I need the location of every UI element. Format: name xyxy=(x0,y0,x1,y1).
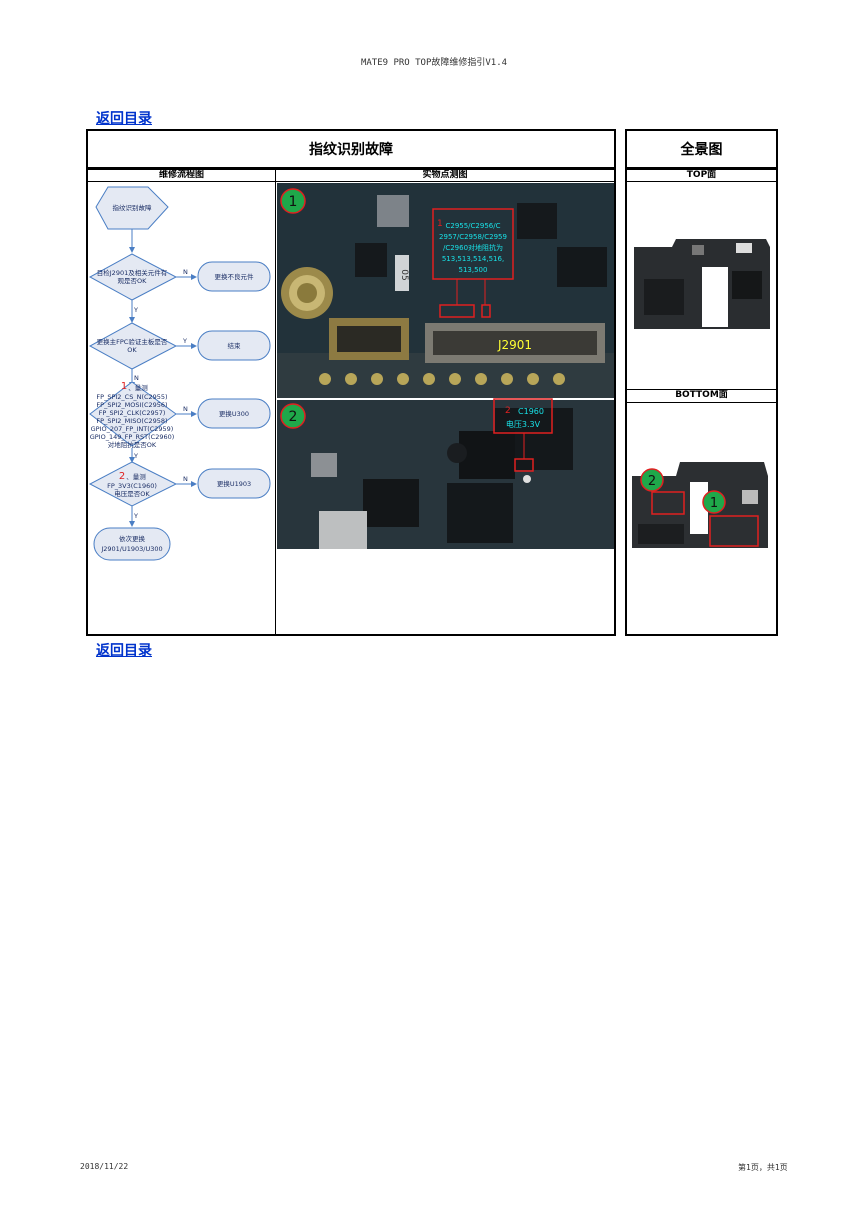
flow-end-line1: 依次更换 xyxy=(119,534,146,543)
note1-line2: 2957/C2958/C2959 xyxy=(439,233,507,241)
flow-no-label-2: N xyxy=(134,374,139,382)
flow-end-node xyxy=(93,527,171,561)
panorama-marker-1-text: 1 xyxy=(710,496,718,511)
bottom-side-cell xyxy=(625,402,778,636)
note1-line5: 513,500 xyxy=(459,266,488,274)
flow-action-2 xyxy=(197,330,271,361)
note1-number: 1 xyxy=(437,219,443,229)
flow-decision-3-line4: FP_SPI2_CLK(C2957) xyxy=(99,409,166,417)
footer-page-number: 第1页，共1页 xyxy=(738,1163,788,1172)
flow-action-4-text: 更换U1903 xyxy=(217,479,251,488)
flow-yes-label-2: Y xyxy=(182,337,187,345)
panorama-marker-1 xyxy=(702,490,726,514)
marker-2-text: 2 xyxy=(289,409,298,425)
flow-yes-label-3: Y xyxy=(133,452,138,460)
flow-action-1-text: 更换不良元件 xyxy=(215,272,255,281)
panorama-title: 全景图 xyxy=(680,142,723,158)
note2-number: 2 xyxy=(505,406,511,416)
note2-line2: 电压3.3V xyxy=(506,419,541,429)
note1-line3: /C2960对地阻抗为 xyxy=(443,243,503,252)
flow-column-header: 维修流程图 xyxy=(86,168,276,182)
flow-action-1 xyxy=(197,261,271,292)
j2901-label: J2901 xyxy=(497,338,532,352)
fault-title: 指纹识别故障 xyxy=(309,142,393,158)
panorama-marker-2-text: 2 xyxy=(648,474,656,489)
photo-cell xyxy=(275,181,616,636)
marker-1 xyxy=(280,188,306,214)
flow-decision-2-line1: 更换主FPC验证主板是否 xyxy=(97,337,168,346)
flow-decision-4-line1: 、量测 xyxy=(126,473,146,481)
flow-decision-4-line3: 电压是否OK xyxy=(114,489,150,498)
pcb-measurement-photo: 05 J2901 1 C2955/C2956/C 2957/C2958/C295… xyxy=(277,183,614,549)
flow-action-3-text: 更换U300 xyxy=(219,409,249,418)
flow-decision-3-line7: GPIO_149_FP_RST(C2960) xyxy=(90,433,175,441)
flow-decision-3-line3: FP_SPI2_MOSI(C2956) xyxy=(96,401,167,409)
flow-no-label-3: N xyxy=(183,405,188,413)
note1-frame xyxy=(432,208,514,280)
note2-frame xyxy=(493,398,553,434)
flow-decision-3-line8: 对地阻抗是否OK xyxy=(108,440,157,449)
top-side-header: TOP面 xyxy=(625,168,778,182)
document-header: MATE9 PRO TOP故障维修指引V1.4 xyxy=(360,58,508,68)
flow-decision-3-number: 1 xyxy=(121,381,127,392)
chip-05 xyxy=(395,255,409,291)
flow-decision-3-line5: FP_SPI2_MISO(C2958) xyxy=(96,417,167,425)
note2-line1: C1960 xyxy=(518,407,544,416)
flow-action-3 xyxy=(197,398,271,429)
flow-decision-3 xyxy=(89,381,177,447)
bottom-side-header: BOTTOM面 xyxy=(625,389,778,403)
flow-end-line2: J2901/U1903/U300 xyxy=(100,545,162,553)
back-to-contents-link-bottom[interactable]: 返回目录 xyxy=(96,643,152,659)
panorama-title-cell: 全景图 xyxy=(625,129,778,169)
note1-line4: 513,513,514,516, xyxy=(442,255,504,263)
footer-date: 2018/11/22 xyxy=(80,1162,129,1171)
flow-decision-3-line2: FP_SPI2_CS_N(C2955) xyxy=(96,393,167,401)
flow-decision-2-line2: OK xyxy=(127,346,137,354)
fault-title-cell: 指纹识别故障 xyxy=(86,129,616,169)
back-to-contents-link-top[interactable]: 返回目录 xyxy=(96,111,152,127)
marker-2 xyxy=(280,403,306,429)
top-side-board-image xyxy=(634,239,770,329)
flow-decision-4-number: 2 xyxy=(119,471,125,482)
flow-action-2-text: 结束 xyxy=(228,341,242,350)
bottom-side-board-image: 2 1 xyxy=(632,462,768,548)
repair-flowchart: 指纹识别故障 目检J2901及相关元件有 观是否OK N 更换不良元件 Y 更换… xyxy=(88,186,271,561)
marker-1-text: 1 xyxy=(289,194,298,210)
flow-decision-4-line2: FP_3V3(C1960) xyxy=(107,482,157,490)
photo-column-header: 实物点测图 xyxy=(275,168,616,182)
note1-line1: C2955/C2956/C xyxy=(445,222,500,230)
flow-yes-label-4: Y xyxy=(133,512,138,520)
flow-decision-3-line6: GPIO_207_FP_INT(C2959) xyxy=(91,425,174,433)
flow-decision-3-line1: 、量测 xyxy=(128,384,148,392)
chip-label: 05 xyxy=(399,269,409,280)
flow-no-label-4: N xyxy=(183,475,188,483)
flow-action-4 xyxy=(197,468,271,499)
flow-start-text: 指纹识别故障 xyxy=(113,203,153,212)
flow-no-label-1: N xyxy=(183,268,188,276)
flow-yes-label-1: Y xyxy=(133,306,138,314)
flow-start-node xyxy=(95,186,169,230)
flow-decision-1-line2: 观是否OK xyxy=(118,277,148,285)
panorama-marker-2 xyxy=(640,468,664,492)
flow-decision-1-line1: 目检J2901及相关元件有 xyxy=(97,268,168,277)
